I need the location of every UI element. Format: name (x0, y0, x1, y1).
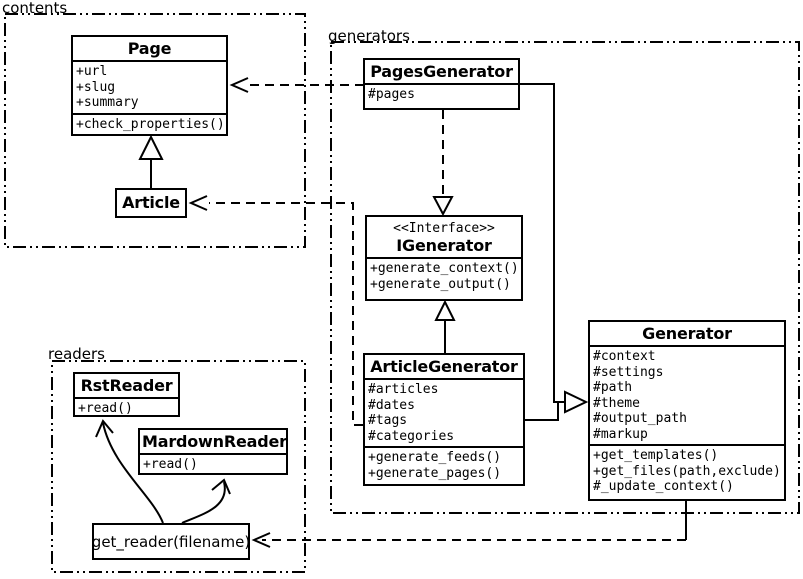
realization-pagesgenerator-to-igenerator (432, 110, 454, 217)
attribute: #path (593, 380, 633, 395)
method: #_update_context() (593, 479, 734, 494)
attribute: +slug (76, 79, 116, 95)
class-box-articlegenerator: ArticleGenerator #articles #dates #tags … (363, 353, 525, 486)
class-box-igenerator: <<Interface>> IGenerator +generate_conte… (365, 215, 523, 301)
class-attributes-articlegenerator: #articles #dates #tags #categories (365, 378, 523, 446)
class-attributes-pagesgenerator: #pages (365, 83, 518, 108)
attribute: #context (593, 349, 656, 364)
class-title-pagesgenerator: PagesGenerator (370, 62, 513, 81)
class-methods-page: +check_properties() (73, 112, 226, 135)
class-methods-igenerator: +generate_context() +generate_output() (367, 257, 521, 299)
attribute: #categories (368, 428, 455, 444)
call-getreader-to-rstreader (95, 419, 164, 524)
attribute: #theme (593, 395, 640, 411)
realization-articlegenerator-to-igenerator (434, 299, 456, 353)
inheritance-article-to-page (138, 134, 164, 188)
class-box-article: Article (115, 188, 187, 218)
method: +get_files(path,exclude) (593, 463, 781, 479)
class-title-page: Page (127, 39, 172, 58)
attribute: #settings (593, 364, 664, 380)
method: +generate_output() (370, 276, 511, 292)
package-label-contents: contents (2, 0, 68, 17)
attribute: #dates (368, 397, 415, 413)
class-box-rstreader: RstReader +read() (73, 372, 180, 417)
function-box-get-reader: get_reader(filename) (92, 523, 250, 560)
package-border-generators (330, 41, 800, 514)
class-title-articlegenerator: ArticleGenerator (370, 357, 518, 376)
call-getreader-to-mardownreader (181, 478, 231, 524)
method: +read() (143, 457, 198, 472)
attribute: #output_path (593, 411, 687, 426)
class-stereotype-igenerator: <<Interface>> (393, 221, 495, 236)
package-border-contents (4, 13, 306, 248)
package-label-generators: generators (328, 27, 410, 45)
inheritance-pagesgenerator-to-generator (520, 83, 565, 403)
method: +generate_context() (370, 261, 519, 276)
method: +generate_pages() (368, 465, 502, 481)
class-box-mardownreader: MardownReader +read() (138, 428, 288, 475)
method: +read() (78, 401, 133, 416)
method: +generate_feeds() (368, 450, 502, 465)
class-methods-generator: +get_templates() +get_files(path,exclude… (590, 444, 784, 499)
inheritance-articlegenerator-to-generator (525, 401, 565, 421)
class-title-article: Article (122, 193, 180, 212)
dependency-pagesgenerator-to-page (229, 77, 363, 93)
attribute: +summary (76, 95, 139, 110)
class-box-generator: Generator #context #settings #path #them… (588, 320, 786, 501)
attribute: +url (76, 64, 108, 79)
class-attributes-page: +url +slug +summary (73, 60, 226, 113)
attribute: #tags (368, 413, 408, 428)
attribute: #pages (368, 87, 415, 102)
class-methods-rstreader: +read() (75, 397, 178, 419)
class-name-igenerator: IGenerator (396, 236, 492, 255)
class-methods-articlegenerator: +generate_feeds() +generate_pages() (365, 446, 523, 484)
dependency-generator-to-getreader (251, 500, 687, 548)
method: +get_templates() (593, 448, 719, 463)
attribute: #articles (368, 382, 439, 397)
class-title-rstreader: RstReader (80, 376, 173, 395)
class-box-pagesgenerator: PagesGenerator #pages (363, 58, 520, 110)
class-methods-mardownreader: +read() (140, 453, 286, 475)
package-label-readers: readers (48, 345, 105, 363)
method: +check_properties() (76, 116, 225, 132)
class-title-generator: Generator (642, 324, 732, 343)
class-title-mardownreader: MardownReader (142, 432, 287, 451)
package-border-readers (51, 360, 306, 573)
inheritance-triangle-generator (564, 390, 589, 414)
class-attributes-generator: #context #settings #path #theme #output_… (590, 345, 784, 444)
class-box-page: Page +url +slug +summary +check_properti… (71, 35, 228, 136)
dependency-articlegenerator-to-article (188, 195, 363, 426)
attribute: #markup (593, 426, 648, 442)
class-title-igenerator: <<Interface>> IGenerator (367, 217, 521, 257)
